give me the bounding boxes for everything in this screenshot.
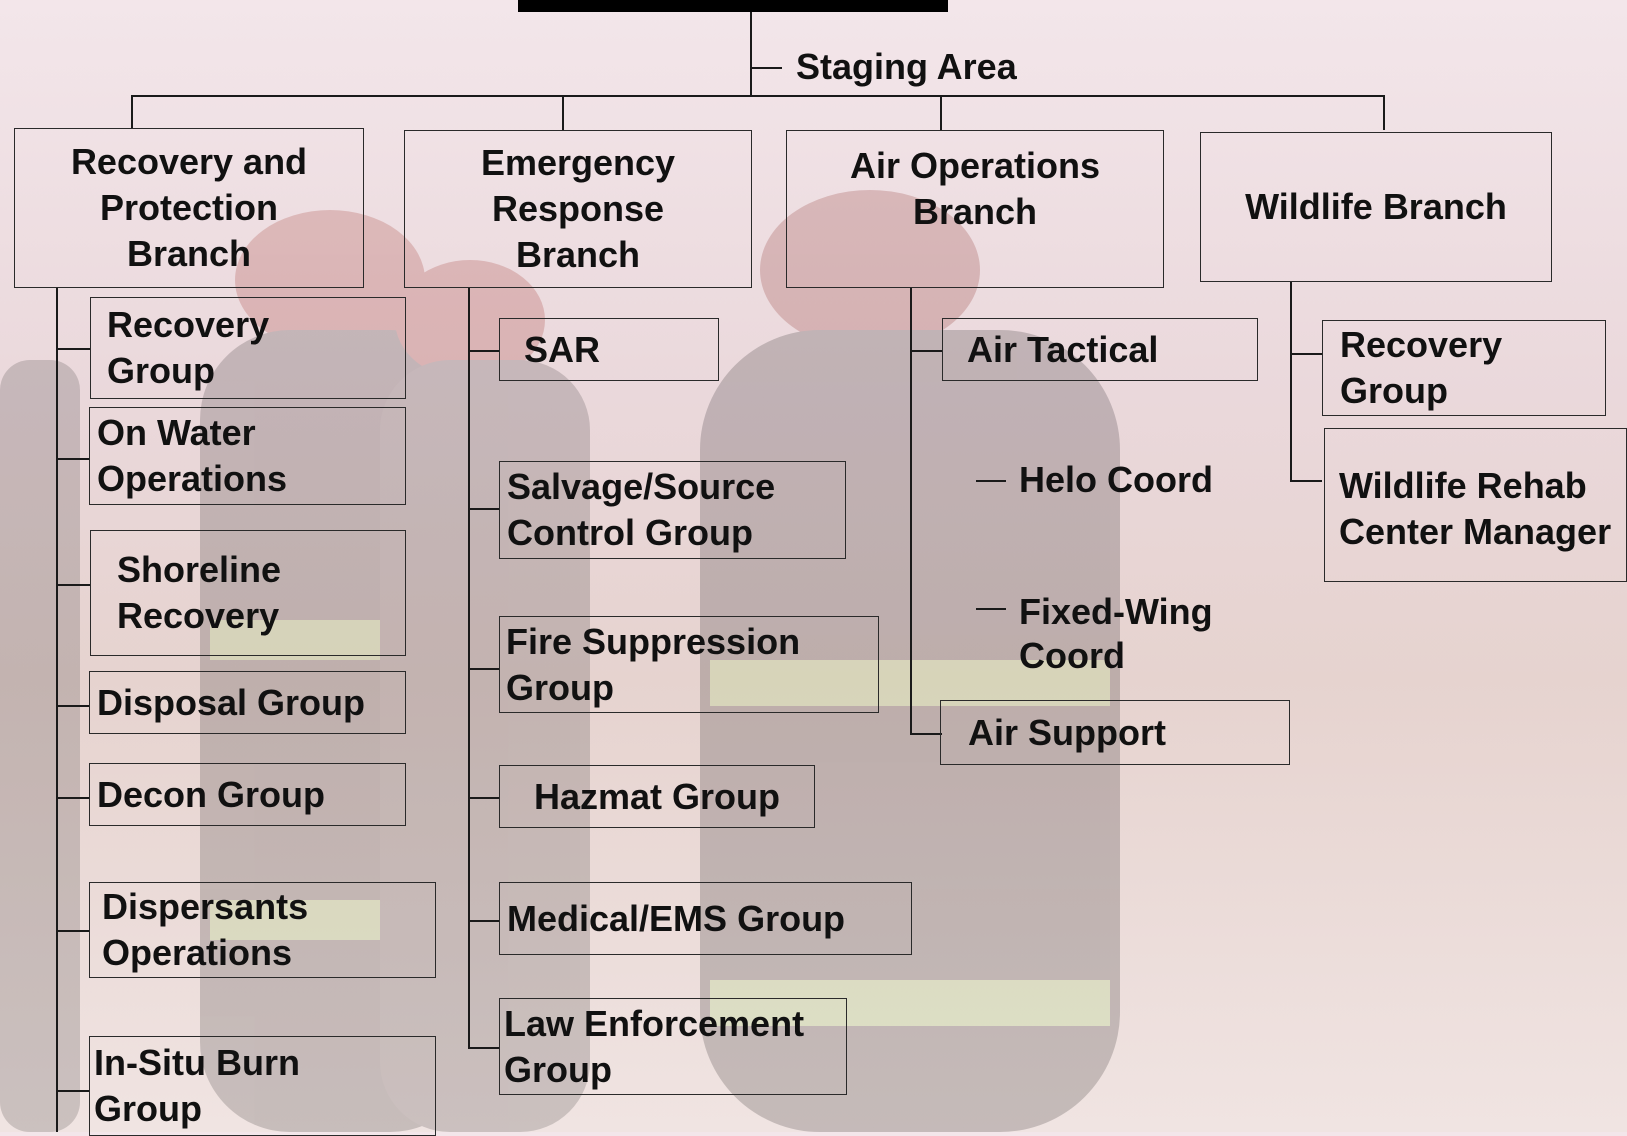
connector xyxy=(562,95,564,130)
connector xyxy=(56,288,58,1132)
group-label: Decon Group xyxy=(97,773,326,815)
group-box: Medical/EMS Group xyxy=(499,882,912,955)
branch-recovery-protection: Recovery and Protection Branch xyxy=(14,128,364,288)
connector xyxy=(1290,282,1292,482)
connector xyxy=(468,1047,500,1049)
connector xyxy=(468,920,500,922)
branch-title: Emergency Response Branch xyxy=(480,142,676,275)
connector xyxy=(131,95,133,128)
group-box: Dispersants Operations xyxy=(89,882,436,978)
group-label: Air Support xyxy=(968,711,1166,753)
coordinator-label: Helo Coord xyxy=(1019,459,1213,500)
group-box: SAR xyxy=(499,318,719,381)
connector xyxy=(910,350,942,352)
connector xyxy=(56,930,90,932)
branch-emergency-response: Emergency Response Branch xyxy=(404,130,752,288)
connector xyxy=(56,705,90,707)
group-label: Air Tactical xyxy=(967,328,1159,370)
connector xyxy=(1290,353,1322,355)
group-label: Hazmat Group xyxy=(534,775,781,817)
group-label: Recovery Group xyxy=(107,304,270,391)
group-label: Medical/EMS Group xyxy=(507,897,846,939)
branch-air-operations: Air Operations Branch xyxy=(786,130,1164,288)
group-label: Fire Suppression Group xyxy=(506,620,801,708)
branch-title: Wildlife Branch xyxy=(1245,186,1507,227)
connector xyxy=(56,1090,90,1092)
group-box: Salvage/Source Control Group xyxy=(499,461,846,559)
connector xyxy=(910,733,942,735)
connector xyxy=(940,95,942,130)
staging-area-label: Staging Area xyxy=(796,46,1017,87)
group-label: In-Situ Burn Group xyxy=(94,1042,300,1129)
group-label: SAR xyxy=(524,328,601,370)
connector xyxy=(976,608,1006,610)
group-label: Salvage/Source Control Group xyxy=(507,466,776,553)
group-box: Recovery Group xyxy=(90,297,406,399)
group-label: Wildlife Rehab Center Manager xyxy=(1339,465,1612,552)
group-label: Law Enforcement Group xyxy=(504,1002,805,1090)
group-label: On Water Operations xyxy=(97,412,288,499)
connector xyxy=(56,584,90,586)
group-box: Shoreline Recovery xyxy=(90,530,406,656)
connector xyxy=(976,480,1006,482)
group-box: Fire Suppression Group xyxy=(499,616,879,713)
connector xyxy=(56,348,90,350)
group-box: Wildlife Rehab Center Manager xyxy=(1324,428,1627,582)
coordinator-label: Fixed-Wing Coord xyxy=(1019,591,1213,676)
connector xyxy=(750,12,752,96)
branch-wildlife: Wildlife Branch xyxy=(1200,132,1552,282)
group-box: Air Support xyxy=(940,700,1290,765)
connector xyxy=(131,95,1385,97)
connector xyxy=(56,458,90,460)
connector xyxy=(56,797,90,799)
group-label: Dispersants Operations xyxy=(102,886,309,973)
group-box: On Water Operations xyxy=(89,407,406,505)
branch-title: Recovery and Protection Branch xyxy=(70,141,308,274)
group-box: Air Tactical xyxy=(942,318,1258,381)
connector xyxy=(752,67,782,69)
group-box: Recovery Group xyxy=(1322,320,1606,416)
connector xyxy=(468,797,500,799)
group-box: Hazmat Group xyxy=(499,765,815,828)
connector xyxy=(468,508,500,510)
group-box: In-Situ Burn Group xyxy=(89,1036,436,1136)
command-box xyxy=(518,0,948,12)
connector xyxy=(468,350,500,352)
group-box: Disposal Group xyxy=(89,671,406,734)
group-label: Disposal Group xyxy=(97,681,366,723)
connector xyxy=(1383,95,1385,130)
group-box: Law Enforcement Group xyxy=(499,998,847,1095)
group-box: Decon Group xyxy=(89,763,406,826)
connector xyxy=(1290,480,1322,482)
connector xyxy=(910,288,912,734)
connector xyxy=(468,668,500,670)
branch-title: Air Operations Branch xyxy=(849,145,1101,232)
group-label: Recovery Group xyxy=(1340,324,1503,411)
group-label: Shoreline Recovery xyxy=(117,549,282,636)
